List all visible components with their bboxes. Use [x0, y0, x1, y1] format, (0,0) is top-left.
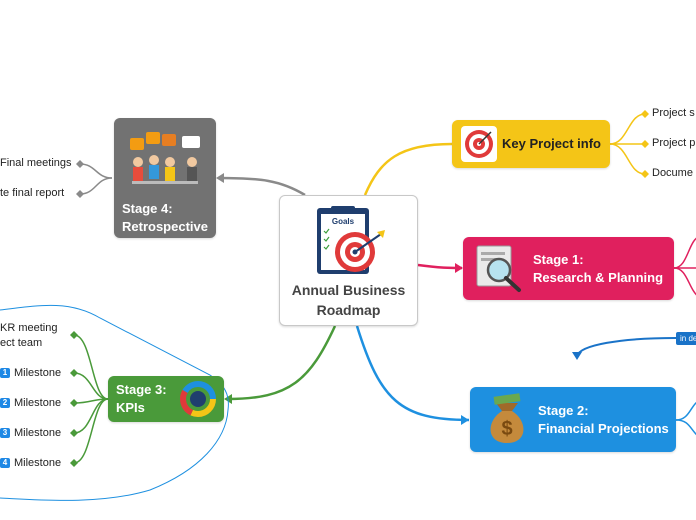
money-bag-icon: $: [490, 393, 524, 443]
magnifier-document-icon: [476, 245, 521, 292]
milestone-1[interactable]: 1 Milestone: [0, 367, 61, 379]
kpi-donut-chart-icon: [180, 381, 216, 417]
key-project-label: Key Project info: [502, 136, 601, 151]
central-title: Annual Business Roadmap: [291, 282, 406, 318]
milestone-number-badge: 2: [0, 398, 10, 408]
stage3-leaf-line-1[interactable]: KR meeting: [0, 322, 58, 334]
stage3-leaf-line-2[interactable]: ect team: [0, 337, 43, 349]
stage4-leaf-2[interactable]: te final report: [0, 187, 65, 199]
milestone-label: Milestone: [14, 427, 62, 439]
milestone-label: Milestone: [14, 367, 62, 379]
stage2-label: Stage 2: Financial Projections: [538, 403, 669, 436]
stage4-label: Stage 4: Retrospective: [122, 201, 208, 234]
key-project-leaf-1[interactable]: Project s: [652, 107, 695, 119]
key-project-leaf-3[interactable]: Docume: [652, 167, 693, 179]
stage2-node[interactable]: $ Stage 2: Financial Projections: [470, 387, 676, 452]
milestone-number-badge: 3: [0, 428, 10, 438]
milestone-label: Milestone: [14, 397, 62, 409]
central-topic[interactable]: Goals Annual Business Roadmap: [279, 195, 418, 326]
team-meeting-icon: [130, 132, 200, 184]
target-icon: [461, 126, 497, 162]
key-project-info-node[interactable]: Key Project info: [452, 120, 610, 168]
milestone-4[interactable]: 4 Milestone: [0, 457, 61, 469]
milestone-3[interactable]: 3 Milestone: [0, 427, 61, 439]
goals-caption: Goals: [332, 217, 355, 226]
milestone-number-badge: 1: [0, 368, 10, 378]
stage4-node[interactable]: Stage 4: Retrospective: [114, 118, 216, 238]
milestone-label: Milestone: [14, 457, 62, 469]
stage3-label: Stage 3: KPIs: [116, 382, 167, 415]
stage1-label: Stage 1: Research & Planning: [533, 252, 664, 285]
stage3-node[interactable]: Stage 3: KPIs: [108, 376, 224, 422]
milestone-2[interactable]: 2 Milestone: [0, 397, 61, 409]
stage2-badge[interactable]: in de: [676, 332, 696, 345]
goals-clipboard-icon: Goals: [317, 206, 385, 274]
milestone-number-badge: 4: [0, 458, 10, 468]
svg-text:$: $: [501, 418, 512, 440]
stage4-leaf-1[interactable]: Final meetings: [0, 157, 72, 169]
key-project-leaf-2[interactable]: Project p: [652, 137, 696, 149]
stage1-node[interactable]: Stage 1: Research & Planning: [463, 237, 674, 300]
